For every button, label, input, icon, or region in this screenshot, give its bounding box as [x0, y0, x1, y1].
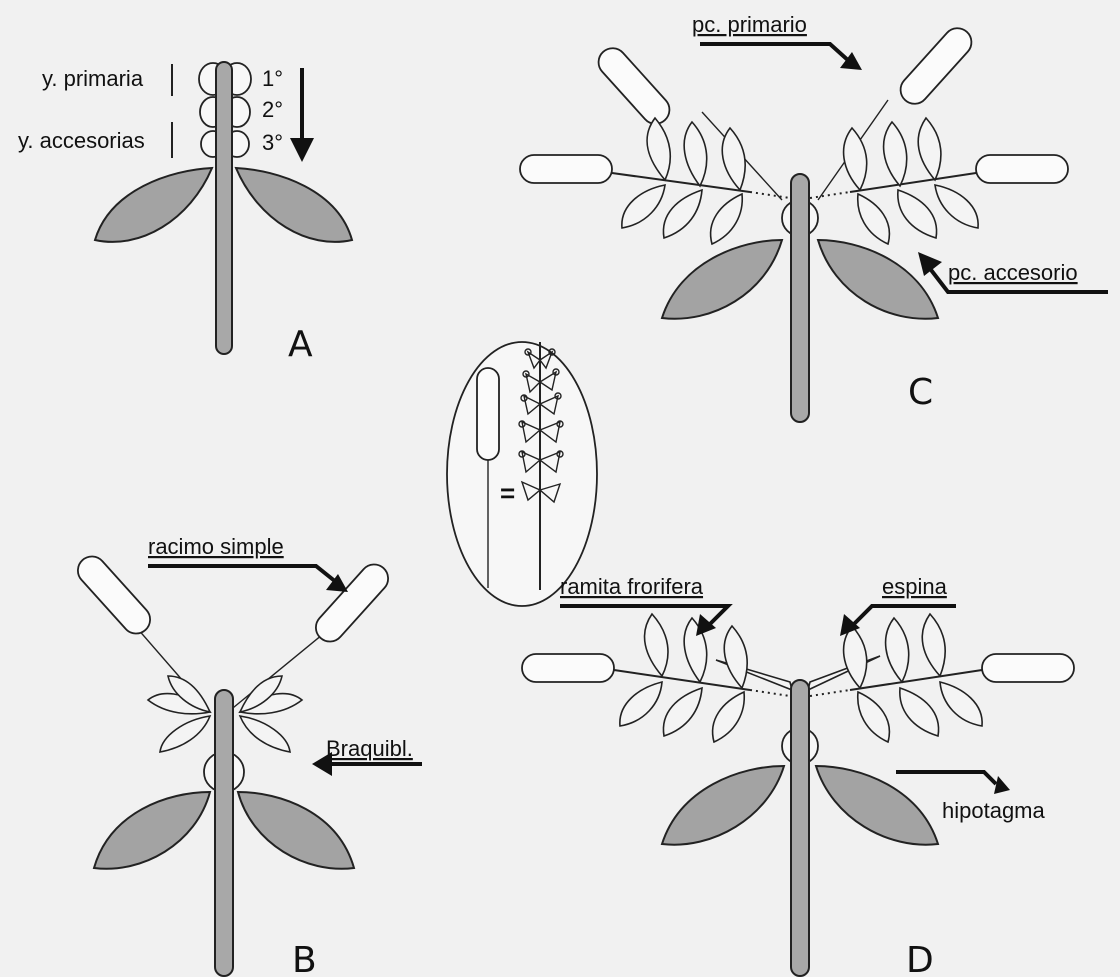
panel-c-leaflets-left: [622, 118, 745, 244]
panel-c-raceme-right: [895, 22, 977, 109]
panel-b-letter: B: [292, 940, 317, 977]
panel-d-stem: [791, 680, 809, 976]
panel-d-rachis-right: [850, 670, 982, 690]
panel-c-raceme-left: [593, 42, 675, 129]
arrow-pc-accesorio-head-icon: [918, 252, 942, 276]
panel-d-leaf-left: [662, 766, 784, 845]
label-braquibl: Braquibl.: [326, 736, 413, 761]
panel-d-leaflets-left: [620, 614, 747, 742]
label-y-accesorias: y. accesorias: [18, 128, 145, 153]
arrow-pc-primario: [700, 44, 850, 62]
label-ramita-frorifera: ramita frorifera: [560, 574, 704, 599]
arrow-hipotagma: [896, 772, 996, 784]
panel-c-letter: C: [908, 372, 933, 413]
panel-c: pc. primario pc. accesorio C: [520, 12, 1108, 422]
inset-capsule: [477, 368, 499, 460]
order-3-label: 3°: [262, 130, 283, 155]
panel-d-raceme-acc-left: [522, 654, 614, 682]
panel-d-dots-left: [750, 690, 790, 696]
arrow-racimo-simple: [148, 566, 336, 582]
order-1-label: 1°: [262, 66, 283, 91]
panel-c-rachis-right: [850, 173, 976, 192]
panel-b-leaf-right: [238, 792, 354, 869]
panel-c-stem: [791, 174, 809, 422]
panel-c-raceme-acc-right: [976, 155, 1068, 183]
panel-d-letter: D: [906, 940, 934, 977]
label-pc-accesorio: pc. accesorio: [948, 260, 1078, 285]
panel-c-dots-left: [750, 192, 790, 198]
arrow-ramita-frorifera-head-icon: [696, 614, 716, 636]
panel-b-stem: [215, 690, 233, 976]
panel-b-leaf-left: [94, 792, 210, 869]
label-racimo-simple: racimo simple: [148, 534, 284, 559]
panel-a-letter: A: [288, 324, 313, 365]
panel-c-leaflets-right: [844, 118, 979, 244]
panel-d-leaf-right: [816, 766, 938, 845]
order-arrowhead-icon: [290, 138, 314, 162]
inset-equals: =: [500, 478, 515, 508]
panel-d-dots-right: [810, 690, 850, 696]
label-pc-primario: pc. primario: [692, 12, 807, 37]
panel-d-spine-right: [808, 656, 880, 690]
panel-d: ramita frorifera espina hipotagma D: [522, 574, 1074, 977]
label-y-primaria: y. primaria: [42, 66, 144, 91]
arrow-hipotagma-head-icon: [994, 776, 1010, 794]
order-2-label: 2°: [262, 97, 283, 122]
panel-c-leaf-right: [818, 240, 938, 319]
panel-a-stem: [216, 62, 232, 354]
panel-c-leaf-left: [662, 240, 782, 319]
label-hipotagma: hipotagma: [942, 798, 1046, 823]
panel-c-raceme-acc-left: [520, 155, 612, 183]
panel-c-dots-right: [810, 192, 850, 198]
panel-d-rachis-left: [614, 670, 750, 690]
panel-d-raceme-acc-right: [982, 654, 1074, 682]
arrow-espina: [852, 606, 956, 626]
inset-raceme-equivalence: =: [447, 342, 597, 606]
arrow-braquibl-head-icon: [312, 752, 332, 776]
panel-b: racimo simple Braquibl. B: [72, 534, 422, 977]
panel-d-leaflets-right: [844, 614, 983, 742]
panel-b-raceme-left: [72, 551, 156, 640]
label-espina: espina: [882, 574, 948, 599]
panel-a: y. primaria y. accesorias 1° 2° 3° A: [18, 62, 352, 365]
